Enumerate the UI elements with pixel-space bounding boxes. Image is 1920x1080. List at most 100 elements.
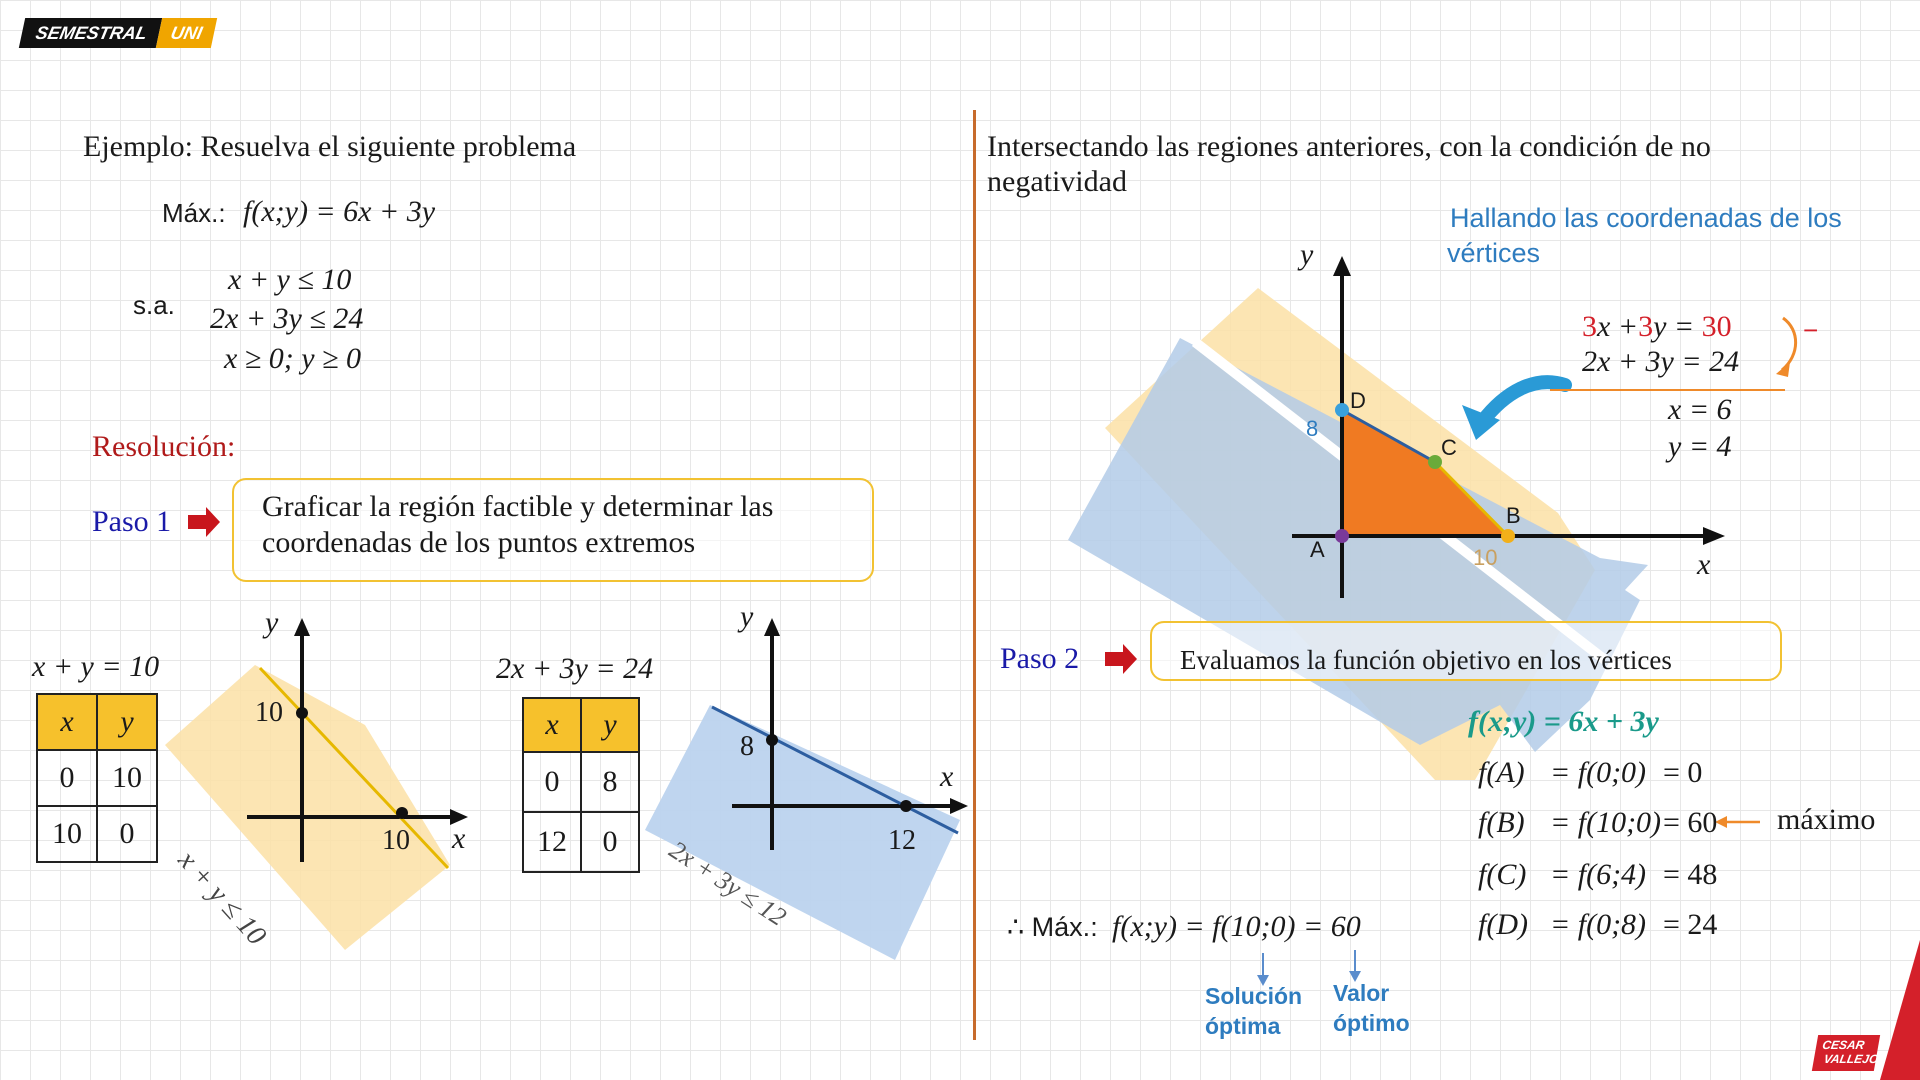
system-rhs: 30 [1701, 310, 1732, 343]
vertical-divider [973, 110, 976, 1040]
left-title: Ejemplo: Resuelva el siguiente problema [83, 130, 577, 163]
eval-A-mid: = f(0;0) [1550, 756, 1647, 789]
y-result: y = 4 [1668, 430, 1732, 463]
eval-D-val: = 24 [1663, 908, 1718, 941]
main-x-label: x [1697, 548, 1711, 581]
conclusion: f(x;y) = f(10;0) = 60 [1112, 910, 1361, 943]
eval-D-left: f(D) [1478, 908, 1528, 941]
feasible-region [1342, 410, 1508, 536]
t2-r1c1: 0 [580, 811, 640, 873]
graph1-x-tick: 10 [382, 825, 410, 856]
step1-text-2: coordenadas de los puntos extremos [262, 526, 696, 559]
main-x-tick: 10 [1473, 545, 1498, 570]
main-y-label: y [1300, 238, 1314, 271]
eval-B-mid: = f(10;0) [1550, 806, 1662, 839]
graph1-point-y [296, 707, 308, 719]
constraint-2: 2x + 3y ≤ 24 [210, 302, 364, 335]
t1-h0: x [36, 693, 98, 751]
eq2: 2x + 3y = 24 [496, 652, 654, 685]
graph1-x-arrow [450, 809, 468, 825]
main-y-arrow [1333, 256, 1351, 276]
value-label-1: Valor [1333, 980, 1390, 1006]
system-line1: 3x +3y = 30 [1582, 310, 1732, 344]
system-coef1: 3 [1582, 310, 1597, 343]
sa-label: s.a. [133, 290, 175, 320]
feasible-edge-dc [1341, 408, 1436, 464]
step2-arrow [1105, 644, 1137, 674]
t2-h1: y [580, 697, 640, 753]
point-C [1428, 455, 1442, 469]
t1-r0c0: 0 [36, 749, 98, 807]
eval-D-mid: = f(0;8) [1550, 908, 1647, 941]
point-B [1501, 529, 1515, 543]
eval-B-left: f(B) [1478, 806, 1525, 839]
graph2-y-arrow [764, 618, 780, 636]
graph2-x-label: x [940, 760, 954, 793]
t1-r1c1: 0 [96, 805, 158, 863]
step1-label: Paso 1 [92, 505, 172, 538]
footer-logo-line2: VALLEJO [1822, 1052, 1880, 1066]
conclusion-prefix: ∴ Máx.: [1007, 912, 1098, 942]
t1-h1: y [96, 693, 158, 751]
feasible-edge-cb [1433, 460, 1510, 538]
step1-box [232, 478, 874, 582]
label-C: C [1441, 435, 1457, 460]
brand-part2: UNI [155, 18, 218, 48]
graph2-point-x [900, 800, 912, 812]
graph2-region [645, 705, 960, 960]
label-B: B [1506, 503, 1521, 528]
t2-r0c1: 8 [580, 751, 640, 813]
eval-C-left: f(C) [1478, 858, 1527, 891]
objective: f(x;y) = 6x + 3y [243, 195, 436, 228]
objective-green: f(x;y) = 6x + 3y [1468, 705, 1659, 738]
t2-r0c0: 0 [522, 751, 582, 813]
right-title-2: negatividad [987, 165, 1127, 198]
brand-logo: SEMESTRAL UNI [18, 18, 218, 48]
point-D [1335, 403, 1349, 417]
vertices-title-1: Hallando las coordenadas de los [1450, 203, 1842, 233]
constraint-3: x ≥ 0; y ≥ 0 [224, 342, 362, 375]
resolution-heading: Resolución: [92, 430, 236, 463]
system-y: y = [1653, 310, 1702, 343]
graph1-x-label: x [452, 822, 466, 855]
max-label: máximo [1777, 803, 1876, 836]
eval-B-val: = 60 [1663, 806, 1718, 839]
step2-box [1150, 621, 1782, 681]
step1-text-1: Graficar la región factible y determinar… [262, 490, 774, 523]
graph2-point-y [766, 734, 778, 746]
solution-label-1: Solución [1205, 983, 1303, 1009]
max-arrow-head [1715, 816, 1727, 828]
graph1-y-arrow [294, 618, 310, 636]
main-x-arrow [1703, 527, 1725, 545]
label-D: D [1350, 388, 1366, 413]
step2-text: Evaluamos la función objetivo en los vér… [1180, 645, 1672, 675]
main-y-tick: 8 [1306, 416, 1319, 441]
solution-label-2: óptima [1205, 1013, 1281, 1039]
label-A: A [1310, 537, 1325, 562]
footer-logo: CESAR VALLEJO [1811, 1035, 1881, 1071]
constraint-1: x + y ≤ 10 [228, 263, 352, 296]
step2-label: Paso 2 [1000, 642, 1080, 675]
step1-arrow [188, 507, 220, 537]
value-arrow-head [1349, 971, 1361, 982]
minus-sign: − [1803, 315, 1819, 345]
graph1-y-tick: 10 [255, 697, 283, 728]
eval-A-left: f(A) [1478, 756, 1525, 789]
eq1: x + y = 10 [32, 650, 160, 683]
bracket-arrowhead [1776, 362, 1790, 377]
graph1-point-x [396, 807, 408, 819]
graph2-x-tick: 12 [888, 825, 916, 856]
corner-decoration [1880, 940, 1920, 1080]
footer-logo-line1: CESAR [1821, 1038, 1866, 1052]
t2-r1c0: 12 [522, 811, 582, 873]
system-coef2: 3 [1638, 310, 1654, 343]
graph2-y-tick: 8 [740, 731, 754, 762]
eval-C-mid: = f(6;4) [1550, 858, 1647, 891]
graph1-line [258, 666, 450, 870]
graph2-x-arrow [950, 798, 968, 814]
eval-A-val: = 0 [1663, 756, 1703, 789]
point-A [1335, 529, 1349, 543]
objective-prefix: Máx.: [162, 198, 226, 228]
